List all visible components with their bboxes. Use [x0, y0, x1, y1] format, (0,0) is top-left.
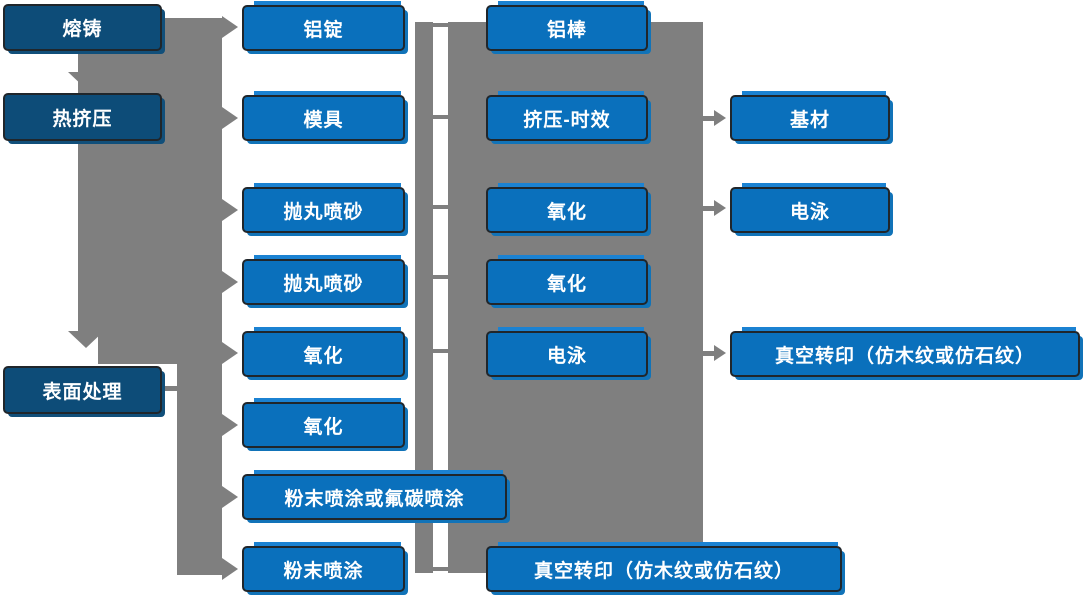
arrow-shaft-to-jicai — [703, 116, 716, 121]
node-biaomianchuli: 表面处理 — [3, 366, 162, 414]
node-fenmo-pentu: 粉末喷涂 — [242, 542, 405, 592]
node-yanghua-c3-2: 氧化 — [486, 255, 648, 305]
node-dianyong-c3: 电泳 — [486, 327, 648, 377]
arrow-to-fenmo-futan — [222, 486, 238, 508]
arrow-shaft-to-dianyong — [703, 206, 716, 211]
mid-band — [415, 22, 433, 573]
arrow-to-paowan-2 — [222, 271, 238, 293]
arrow-to-yanghua-1 — [222, 342, 238, 364]
node-muju: 模具 — [242, 91, 405, 141]
arrow-head-to-zhenkong — [714, 345, 726, 361]
arrow-head-to-jicai — [714, 110, 726, 126]
arrow-head-to-dianyong — [714, 200, 726, 216]
node-rongzhu: 熔铸 — [3, 4, 162, 51]
node-dianyong-c4: 电泳 — [730, 183, 890, 233]
node-lvding: 铝锭 — [242, 1, 405, 51]
node-paowan-pensha-2: 抛丸喷砂 — [242, 255, 405, 305]
node-zhenkong-c3: 真空转印（仿木纹或仿石纹） — [486, 542, 842, 592]
mid-link-row8 — [433, 567, 448, 571]
arrow-shaft-to-zhenkong — [703, 351, 716, 356]
node-yanghua-c2-2: 氧化 — [242, 398, 405, 448]
arrow-to-lvding — [222, 16, 238, 38]
node-fenmo-futan: 粉末喷涂或氟碳喷涂 — [242, 470, 507, 520]
node-rejiya: 热挤压 — [3, 93, 162, 141]
down-arrow-shaft — [78, 49, 98, 334]
mid-link-row4 — [433, 275, 448, 279]
node-zhenkong-c4: 真空转印（仿木纹或仿石纹） — [730, 327, 1080, 377]
node-jicai: 基材 — [730, 91, 890, 141]
mid-link-row5 — [433, 349, 448, 353]
down-arrow-head-1 — [68, 72, 104, 89]
arrow-to-paowan-1 — [222, 199, 238, 221]
down-arrow-head-2 — [68, 331, 104, 348]
surface-band — [177, 353, 222, 575]
node-lvbang: 铝棒 — [486, 1, 648, 51]
arrow-to-yanghua-2 — [222, 414, 238, 436]
node-yanghua-c3-1: 氧化 — [486, 183, 648, 233]
process-band — [98, 18, 222, 364]
mid-link-row3 — [433, 205, 448, 209]
arrow-to-muju — [222, 107, 238, 129]
node-yanghua-c2-1: 氧化 — [242, 327, 405, 377]
node-jiya-shixiao: 挤压-时效 — [486, 91, 648, 141]
arrow-to-fenmo — [222, 558, 238, 580]
mid-link-row1 — [433, 23, 448, 27]
surface-connector-line — [160, 386, 177, 391]
node-paowan-pensha-1: 抛丸喷砂 — [242, 183, 405, 233]
mid-link-row2 — [433, 115, 448, 119]
